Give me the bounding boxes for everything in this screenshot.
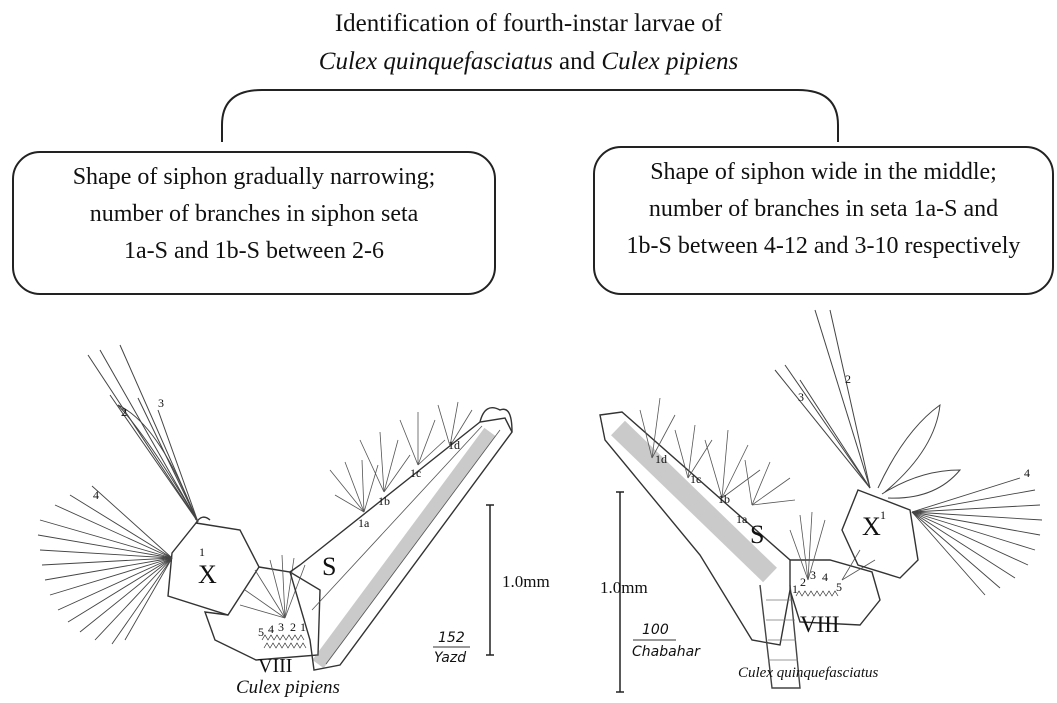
right-criteria-line: Shape of siphon wide in the middle;	[595, 154, 1052, 191]
right-segment-s-label: S	[750, 520, 764, 550]
left-criteria-line: number of branches in siphon seta	[14, 196, 494, 233]
left-criteria-line: Shape of siphon gradually narrowing;	[14, 159, 494, 196]
right-segment-x-label: X	[862, 512, 881, 542]
right-criteria-line: 1b-S between 4-12 and 3-10 respectively	[595, 228, 1052, 265]
right-seta-1b-label: 1b	[718, 492, 730, 507]
left-comb-number: 3	[278, 620, 284, 635]
left-comb-number: 2	[290, 620, 296, 635]
right-comb-number: 2	[800, 575, 806, 590]
right-seta-1a-label: 1a	[736, 512, 747, 527]
right-caption: Culex quinquefasciatus	[738, 665, 878, 682]
left-comb-number: 1	[300, 620, 306, 635]
right-criteria-box: Shape of siphon wide in the middle; numb…	[593, 146, 1054, 295]
left-seta-1d-label: 1d	[448, 438, 460, 453]
left-comb-number: 4	[268, 622, 274, 637]
left-x-seta-2-label: 2	[121, 405, 127, 420]
left-comb-setae	[240, 555, 305, 618]
right-scale-label: 1.0mm	[600, 578, 648, 598]
left-criteria-box: Shape of siphon gradually narrowing; num…	[12, 151, 496, 295]
left-larva-drawing	[38, 345, 512, 670]
right-siphon-hatching	[618, 428, 770, 575]
left-locality: Yazd	[434, 650, 466, 666]
right-seta-4-fan	[912, 478, 1042, 595]
right-comb-number: 5	[836, 580, 842, 595]
left-criteria-line: 1a-S and 1b-S between 2-6	[14, 233, 494, 270]
right-specimen-number: 100	[642, 622, 669, 638]
left-setae-2-3	[88, 345, 198, 522]
right-comb-number: 4	[822, 570, 828, 585]
right-comb-number: 1	[792, 582, 798, 597]
left-segment-x-label: X	[198, 560, 217, 590]
right-x-seta-2-label: 2	[845, 372, 851, 387]
left-seta-1a-label: 1a	[358, 516, 369, 531]
right-x-seta-1-label: 1	[880, 508, 886, 523]
right-segment-viii-label: VIII	[800, 612, 840, 638]
right-locality: Chabahar	[632, 644, 700, 660]
left-segment-s-label: S	[322, 552, 336, 582]
left-caption: Culex pipiens	[236, 677, 340, 699]
left-seta-1c-label: 1c	[410, 466, 421, 481]
right-x-seta-4-label: 4	[1024, 466, 1030, 481]
left-x-seta-4-label: 4	[93, 488, 99, 503]
right-seta-1c-label: 1c	[690, 472, 701, 487]
left-seta-4-fan	[38, 486, 172, 644]
right-comb-number: 3	[810, 568, 816, 583]
right-criteria-line: number of branches in seta 1a-S and	[595, 191, 1052, 228]
right-comb-scales	[796, 591, 838, 596]
left-x-seta-3-label: 3	[158, 396, 164, 411]
bracket-connector	[222, 90, 838, 142]
left-specimen-number: 152	[438, 630, 465, 646]
left-scale-label: 1.0mm	[502, 572, 550, 592]
left-x-seta-1-label: 1	[199, 545, 205, 560]
right-x-seta-3-label: 3	[798, 390, 804, 405]
left-comb-number: 5	[258, 625, 264, 640]
left-seta-1b-label: 1b	[378, 494, 390, 509]
left-segment-viii-label: VIII	[258, 655, 292, 678]
right-seta-1d-label: 1d	[655, 452, 667, 467]
